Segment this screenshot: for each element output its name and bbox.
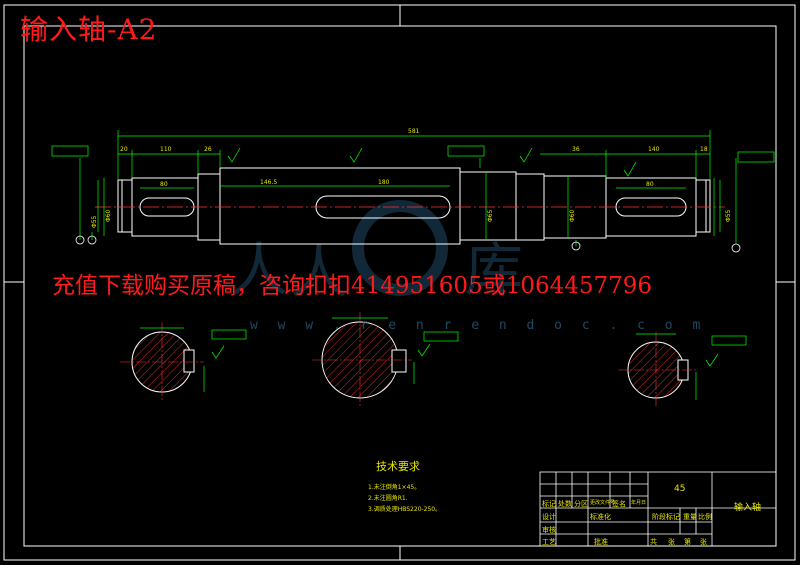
title-block-material: 45: [674, 484, 686, 494]
tb-label: 处数: [558, 500, 572, 508]
tech-requirement-line: 1.未注倒角1×45。: [368, 484, 421, 491]
section-view-middle: [312, 312, 412, 408]
tech-requirements: 技术要求 1.未注倒角1×45。 2.未注圆角R1. 3.调质处理HBS220-…: [368, 458, 441, 515]
dimension-lines: [79, 130, 737, 246]
tb-label: 标准化: [590, 513, 611, 521]
tb-label: 分区: [574, 500, 588, 508]
svg-text:80: 80: [160, 181, 168, 188]
tb-label: 设计: [542, 513, 556, 521]
tb-label: 标记: [542, 500, 556, 508]
svg-text:110: 110: [160, 146, 172, 153]
title-block: [539, 471, 777, 547]
watermark-url: w w w . r e n r e n d o c . c o m: [250, 318, 707, 333]
svg-text:180: 180: [378, 179, 390, 186]
section-view-left: [120, 322, 204, 402]
svg-text:26: 26: [204, 146, 212, 153]
tb-label: 工艺: [542, 538, 556, 546]
watermark-logo: 人 人 库: [230, 200, 523, 306]
title-block-part-name: 输入轴: [734, 503, 762, 513]
tb-label: 阶段标记: [652, 513, 680, 521]
svg-text:人: 人: [290, 238, 348, 306]
datum-markers: [75, 235, 741, 253]
svg-text:Φ60: Φ60: [569, 209, 576, 222]
svg-text:人: 人: [230, 236, 288, 304]
tech-requirements-title: 技术要求: [376, 460, 420, 473]
svg-text:Φ55: Φ55: [725, 209, 732, 222]
svg-text:18: 18: [700, 146, 708, 153]
purchase-ad-text: 充值下载购买原稿，咨询扣扣414951605或1064457796: [52, 273, 653, 299]
svg-text:Φ55: Φ55: [91, 215, 98, 228]
tb-label: 批准: [594, 538, 608, 546]
tb-label: 张: [700, 538, 707, 546]
tb-label: 第: [684, 538, 691, 546]
tb-label: 张: [668, 538, 675, 546]
tb-label: 更改文件号: [590, 500, 616, 506]
tb-label: 共: [650, 538, 657, 546]
tb-label: 比例: [698, 513, 712, 521]
svg-text:Φ60: Φ60: [105, 209, 112, 222]
svg-text:140: 140: [648, 146, 660, 153]
svg-text:36: 36: [572, 146, 580, 153]
tech-requirement-line: 2.未注圆角R1.: [368, 495, 408, 502]
svg-text:库: 库: [465, 236, 523, 304]
drawing-title: 输入轴-A2: [20, 13, 158, 46]
total-length-label: 581: [408, 128, 420, 135]
tb-label: 签名: [612, 500, 626, 508]
svg-text:20: 20: [120, 146, 128, 153]
tb-label: 年月日: [631, 500, 647, 506]
section-view-right: [618, 332, 696, 408]
svg-text:Φ65: Φ65: [487, 209, 494, 222]
dimension-texts: 581 20 110 26 36 140 18 80 146.5 180 80 …: [91, 128, 732, 228]
tolerance-frames: [51, 145, 775, 163]
tb-label: 审核: [542, 526, 556, 534]
tech-requirement-line: 3.调质处理HBS220-250。: [368, 506, 442, 513]
tb-label: 重量: [683, 513, 697, 521]
svg-text:146.5: 146.5: [260, 179, 277, 186]
svg-text:80: 80: [646, 181, 654, 188]
